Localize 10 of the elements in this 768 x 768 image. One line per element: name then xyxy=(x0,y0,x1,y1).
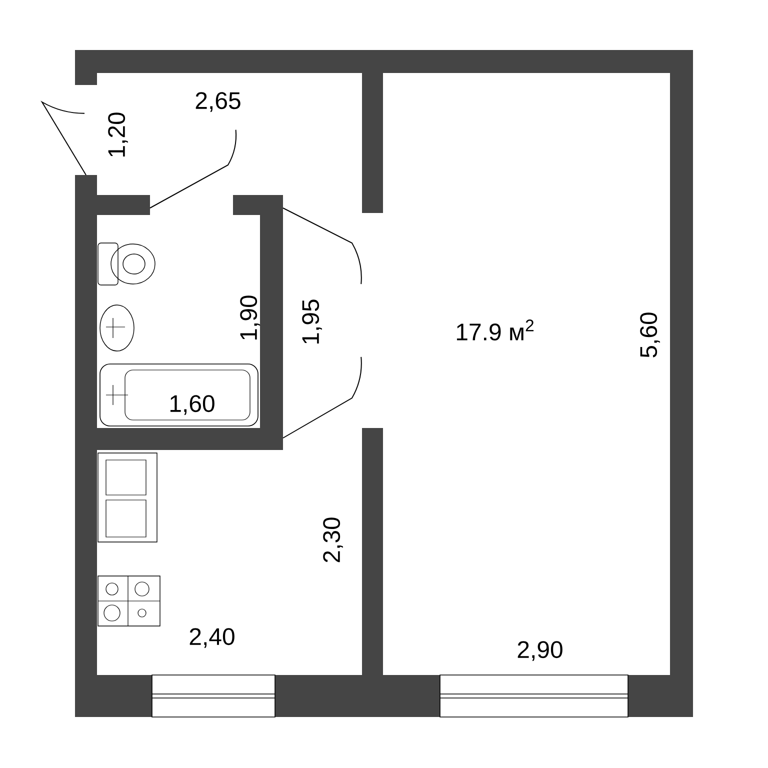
dimension-label: 1,90 xyxy=(240,296,260,340)
dimension-label: 5,60 xyxy=(640,312,660,358)
dimension-label: 1,95 xyxy=(302,300,322,344)
dimension-label: 1,60 xyxy=(170,395,214,415)
dimension-label: 2,40 xyxy=(190,628,234,648)
area-label: 17.9 м$^{2}$ xyxy=(456,320,534,340)
dimension-label: 1,20 xyxy=(108,112,128,157)
dimension-label: 2,90 xyxy=(518,641,562,661)
dimension-label: 2,30 xyxy=(323,518,343,562)
dimension-label: 2,65 xyxy=(196,92,240,112)
